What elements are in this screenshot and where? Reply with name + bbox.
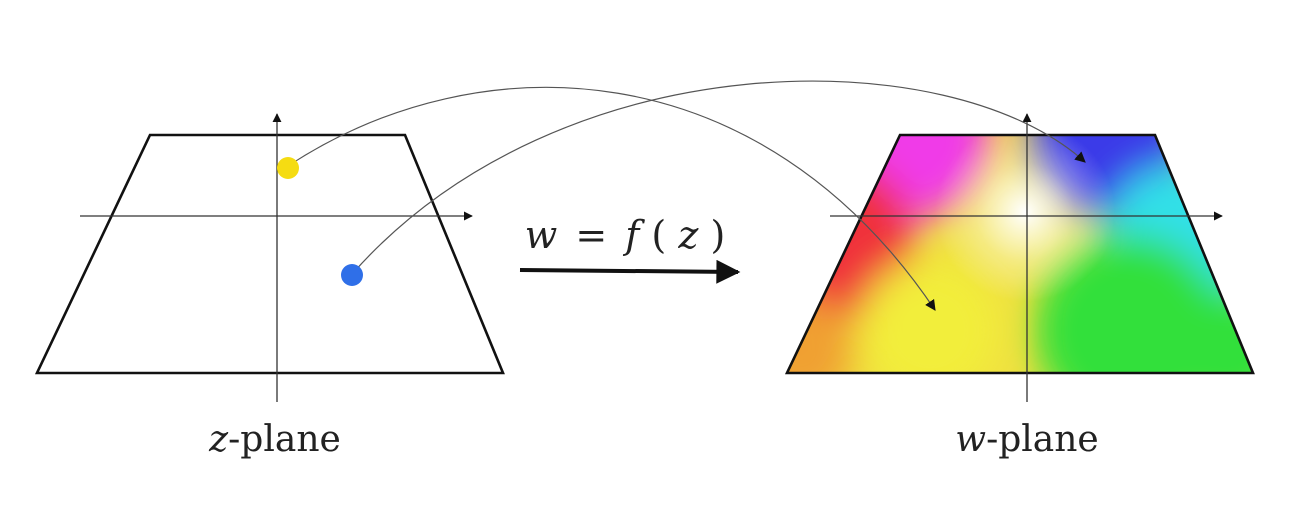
equation-arg: z	[677, 213, 699, 257]
blue-point-mapping-curve	[352, 80, 1086, 274]
equation-paren-open: (	[651, 213, 666, 257]
equation-lhs: w	[525, 213, 558, 257]
z-plane-group	[34, 113, 505, 402]
z-plane-label-suffix: -plane	[228, 419, 341, 460]
yellow-point	[277, 157, 299, 179]
equation-paren-close: )	[710, 213, 725, 257]
w-plane-label: w-plane	[955, 419, 1099, 460]
z-plane-label: z-plane	[208, 419, 341, 460]
yellow-point-mapping-curve	[287, 86, 936, 311]
mapping-equation: w = f ( z )	[525, 213, 726, 257]
equation-equals: =	[575, 213, 607, 257]
w-plane-color-field	[787, 135, 1253, 373]
mapping-arrow	[519, 259, 741, 284]
equation-fn: f	[622, 213, 645, 257]
w-plane-label-var: w	[955, 419, 986, 460]
blue-point	[341, 264, 363, 286]
w-plane-label-suffix: -plane	[986, 419, 1099, 460]
w-plane-quad	[784, 133, 1255, 375]
z-plane-label-var: z	[208, 419, 229, 460]
z-plane-quad	[34, 133, 505, 375]
w-plane-group	[784, 113, 1255, 402]
